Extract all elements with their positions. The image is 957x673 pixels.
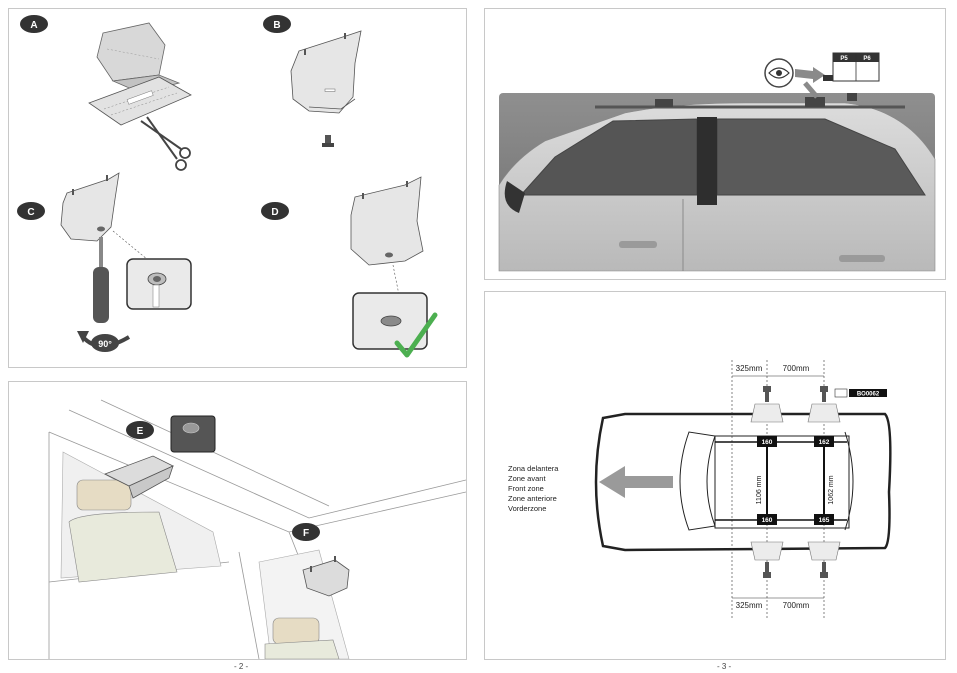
bracket-illustration-b — [290, 30, 362, 114]
step-badge-e: E — [126, 421, 154, 439]
part-code-label: BO0062 — [857, 392, 880, 398]
arrow-to-table-icon — [795, 67, 825, 99]
seat-illustration — [68, 479, 340, 660]
steps-panel-abcd: A B — [8, 8, 467, 368]
template-sheet-illustration — [88, 22, 192, 126]
scissors-icon — [140, 116, 191, 171]
steps-illustration: A B — [17, 15, 438, 358]
zone-label-es: Zona delantera — [508, 464, 559, 473]
checkmark-icon — [394, 312, 438, 358]
eye-icon — [764, 58, 794, 88]
step-badge-b: B — [263, 15, 291, 33]
step-a-label: A — [30, 20, 37, 31]
step-badge-a: A — [20, 15, 48, 33]
front-direction-arrow-icon — [599, 466, 673, 498]
dim-rear-width: 1062 mm — [828, 475, 835, 504]
rotation-label: 90° — [98, 339, 112, 349]
screwdriver-icon — [93, 237, 109, 323]
bracket-roof-e — [104, 455, 174, 499]
zone-labels: Zona delantera Zone avant Front zone Zon… — [508, 464, 558, 514]
foot-code-rear-top: 162 — [814, 436, 834, 447]
svg-text:162: 162 — [819, 439, 830, 446]
step-e-label: E — [137, 426, 144, 437]
detail-zoom-d — [352, 292, 428, 350]
dim-bottom-left: 325mm — [736, 601, 763, 610]
zone-label-fr: Zone avant — [508, 474, 546, 483]
roof-diagram: 325mm 700mm 325mm 700mm 1106 mm 1062 mm … — [594, 360, 892, 618]
roof-mount-illustration: E F — [48, 399, 467, 660]
car-photo-panel: P5 P6 — [484, 8, 946, 280]
part-code-tag: BO0062 — [834, 388, 887, 398]
foot-pads — [750, 403, 841, 561]
page-number-right: - 3 - — [717, 662, 732, 671]
foot-code-rear-bottom: 165 — [814, 514, 834, 525]
svg-text:160: 160 — [762, 517, 773, 524]
zone-label-de: Vorderzone — [508, 504, 547, 513]
step-badge-d: D — [261, 202, 289, 220]
table-header-p5: P5 — [840, 56, 848, 62]
step-f-label: F — [303, 528, 309, 539]
foot-code-front-bottom: 160 — [757, 514, 777, 525]
roof-diagram-panel: 325mm 700mm 325mm 700mm 1106 mm 1062 mm … — [484, 291, 946, 660]
detail-zoom-c — [126, 258, 192, 310]
step-badge-c: C — [17, 202, 45, 220]
size-table: P5 P6 — [823, 52, 880, 82]
step-d-label: D — [271, 207, 278, 218]
foot-code-front-top: 160 — [757, 436, 777, 447]
step-c-label: C — [27, 207, 34, 218]
step-badge-f: F — [292, 523, 320, 541]
rotation-arrow-icon: 90° — [77, 331, 131, 352]
car-side-photo: P5 P6 — [498, 52, 936, 272]
dim-top-right: 700mm — [783, 364, 810, 373]
svg-text:165: 165 — [819, 517, 830, 524]
table-header-p6: P6 — [863, 56, 871, 62]
bracket-roof-f — [302, 556, 350, 597]
svg-text:160: 160 — [762, 439, 773, 446]
zone-label-it: Zone anteriore — [508, 494, 557, 503]
dim-top-left: 325mm — [736, 364, 763, 373]
step-b-label: B — [273, 20, 280, 31]
dim-front-width: 1106 mm — [756, 476, 763, 505]
bracket-illustration-d — [350, 176, 424, 266]
dim-bottom-right: 700mm — [783, 601, 810, 610]
steps-panel-ef: E F — [8, 381, 467, 660]
car-top-outline — [594, 412, 892, 552]
detail-zoom-e — [170, 415, 216, 453]
bolt-icon — [322, 135, 334, 147]
page-number-left: - 2 - — [234, 662, 249, 671]
bolt-icons — [763, 386, 828, 578]
zone-label-en: Front zone — [508, 484, 544, 493]
bracket-illustration-c — [60, 172, 120, 242]
